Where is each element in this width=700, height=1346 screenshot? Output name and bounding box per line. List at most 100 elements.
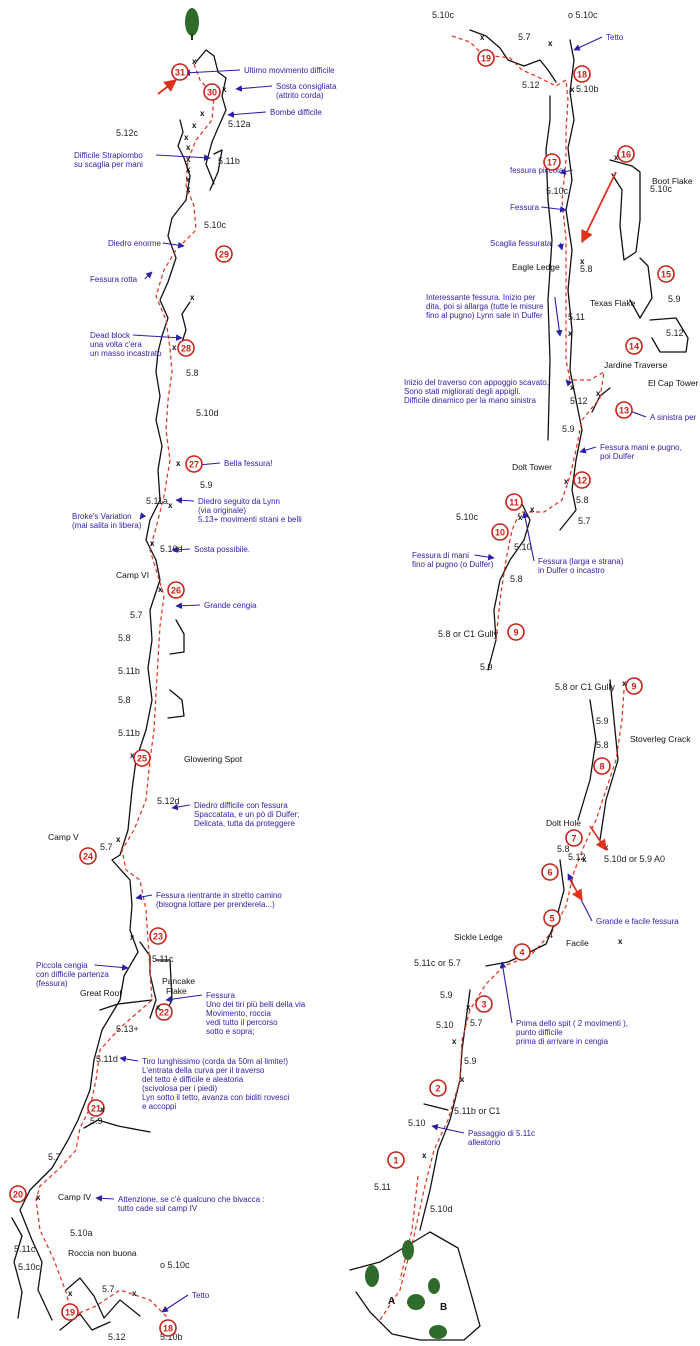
direction-arrow [581,171,617,244]
bolt-marker: x [132,1289,137,1298]
grade-label: 5.10a [70,1228,93,1238]
pitch-marker [475,995,493,1013]
grade-label: 5.10c [456,512,479,522]
pitch-marker [565,829,583,847]
annotation-text: (bisogna lottare per prenderela...) [156,900,275,909]
annotation-text: Tetto [606,33,624,42]
feature-label: Texas Flake [590,298,636,308]
annotation-text: (fessura) [36,979,68,988]
feature-label: Facile [566,938,589,948]
feature-label: Dolt Tower [512,462,552,472]
annotation-arrow [579,446,597,454]
annotation-text: e accoppi [142,1102,176,1111]
pitch-number: 19 [65,1307,75,1317]
annotation-text: Bella fessura! [224,459,272,468]
rock-outline [545,95,553,441]
pitch-marker [203,83,221,101]
annotation-text: in Dulfer o incastro [538,566,605,575]
annotation-text: Grande cengia [204,601,257,610]
bolt-marker: x [548,39,553,48]
grade-label: 5.9 [480,662,493,672]
grade-label: o 5.10c [568,10,598,20]
annotation-text: del tetto è difficile e aleatoria [142,1075,244,1084]
annotation-arrow [235,85,273,92]
pitch-number: 22 [159,1007,169,1017]
pitch-number: 2 [435,1083,440,1093]
pitch-number: 5 [549,913,554,923]
annotation-arrow [119,1055,139,1063]
feature-label: Roccia non buona [68,1248,137,1258]
rock-outline [169,619,185,655]
feature-label: Camp VI [116,570,149,580]
pitch-marker [185,455,203,473]
rock-outline [485,859,565,967]
pitch-marker [543,909,561,927]
grade-label: 5.11b or C1 [454,1106,500,1116]
annotation-text: fino al pugno) Lynn sale in Dulfer [426,311,543,320]
bolt-marker: x [568,329,573,338]
pitch-marker [491,523,509,541]
annotation-text: Difficile Strapiombo [74,151,143,160]
annotation-text: Tetto [192,1291,210,1300]
rock-outline [599,679,619,841]
pitch-number: 10 [495,527,505,537]
annotation-arrow [161,1294,189,1313]
bolt-marker: x [158,585,163,594]
grade-label: 5.11 [374,1182,391,1192]
grade-label: 5.7 [48,1152,61,1162]
bolt-marker: x [130,751,135,760]
grade-label: 5.12 [666,328,684,338]
feature-label: Camp IV [58,1192,91,1202]
grade-label: 5.10 [408,1118,426,1128]
annotation-arrow [139,512,147,520]
grade-label: 5.12d [157,796,180,806]
direction-arrow [589,825,607,851]
annotation-text: Prima dello spit ( 2 movimenti ), [516,1019,628,1028]
grade-label: 5.11c [152,954,174,964]
annotation-text: (attrito corda) [276,91,324,100]
annotation-text: Movimento, roccia [206,1009,271,1018]
grade-label: 5.9 [440,990,453,1000]
grade-label: 5.8 [596,740,609,750]
pitch-marker [513,943,531,961]
annotation-text: Uno dei tiri più belli della via [206,1000,306,1009]
pitch-number: 28 [181,343,191,353]
feature-label: Boot Flake [652,176,693,186]
annotation-arrow [175,497,195,504]
pitch-marker [155,1003,173,1021]
annotation-arrow [171,546,191,553]
annotation-arrow [165,994,203,1003]
grade-label: 5.9 [596,716,609,726]
rock-outline [419,989,471,1231]
bolt-marker: x [192,121,197,130]
pitch-number: 24 [83,851,93,861]
grade-label: 5.12 [568,852,586,862]
bolt-marker: x [150,539,155,548]
pitch-number: 12 [577,475,587,485]
annotation-text: Difficile dinamico per la mano sinistra [404,396,536,405]
annotation-text: sotto e sopra; [206,1027,254,1036]
annotation-text: Spaccatata, e un pò di Dulfer; [194,810,299,819]
grade-label: 5.9 [200,480,213,490]
pitch-number: 6 [547,867,552,877]
annotation-text: con difficile partenza [36,970,109,979]
pitch-number: 7 [571,833,576,843]
pitch-number: 30 [207,87,217,97]
annotation-text: Diedro seguito da Lynn [198,497,280,506]
annotation-text: Lyn sotto il tetto, avanza con biditi ro… [142,1093,290,1102]
bolt-marker: x [570,383,575,392]
annotation-text: Grande e facile fessura [596,917,679,926]
rock-outline [179,301,191,349]
bolt-marker: x [186,155,191,164]
pitch-marker [505,493,523,511]
pitch-number: 23 [153,931,163,941]
grade-label: 5.10d [160,544,183,554]
grade-label: 5.11b [218,156,240,166]
bolt-marker: x [68,1289,73,1298]
bolt-marker: x [186,175,191,184]
grade-label: 5.7 [130,610,143,620]
annotation-arrow [162,241,185,249]
rock-outline [469,29,557,83]
pitch-number: 1 [393,1155,398,1165]
